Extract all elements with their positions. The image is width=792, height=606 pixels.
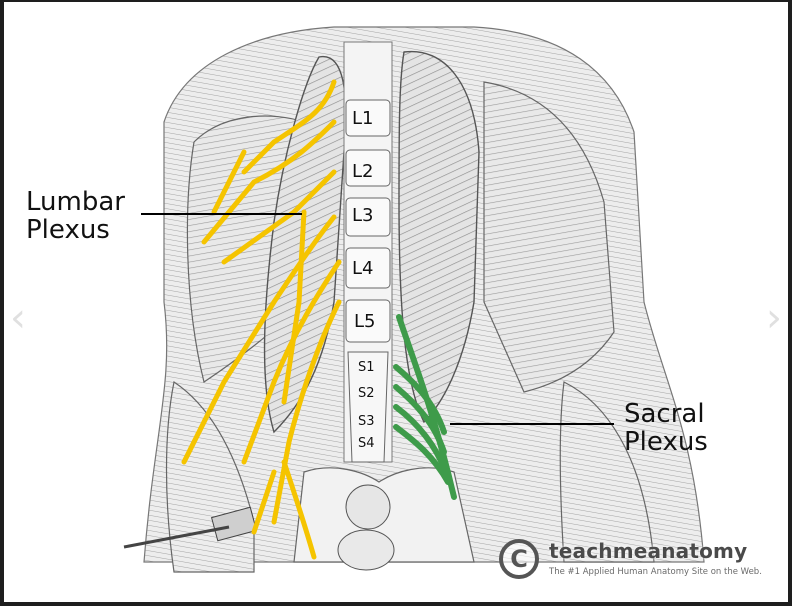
next-image-button[interactable]: › bbox=[760, 290, 788, 346]
right-psoas-muscle bbox=[398, 50, 480, 424]
vertebra-label-s2: S2 bbox=[358, 386, 375, 401]
bladder bbox=[337, 529, 395, 571]
sacral-label-line1: Sacral bbox=[624, 399, 705, 429]
rectum bbox=[345, 484, 391, 530]
vertebra-label-l5: L5 bbox=[354, 311, 376, 332]
lumbar-label-line1: Lumbar bbox=[26, 187, 125, 217]
vertebra-label-s3: S3 bbox=[358, 414, 375, 429]
vertebra-label-l1: L1 bbox=[352, 108, 374, 129]
watermark-name: teachmeanatomy bbox=[549, 539, 748, 563]
vertebral-column bbox=[343, 41, 393, 463]
vertebra-label-s1: S1 bbox=[358, 360, 375, 375]
lumbar-label-line2: Plexus bbox=[26, 215, 110, 245]
retractor bbox=[123, 525, 230, 549]
sacral-plexus-nerves bbox=[393, 314, 457, 500]
chevron-left-icon: ‹ bbox=[10, 295, 26, 341]
vertebra-label-l2: L2 bbox=[352, 161, 374, 182]
sacral-label-line2: Plexus bbox=[624, 427, 708, 457]
anatomy-illustration: Lumbar Plexus Sacral Plexus L1 L2 L3 L4 … bbox=[4, 2, 788, 602]
lumbar-plexus-label: Lumbar Plexus bbox=[26, 188, 125, 244]
copyright-logo-icon: C bbox=[499, 539, 539, 579]
chevron-right-icon: › bbox=[766, 295, 782, 341]
vertebra-label-l3: L3 bbox=[352, 205, 374, 226]
teachmeanatomy-watermark: C teachmeanatomy The #1 Applied Human An… bbox=[499, 539, 788, 583]
plexus-diagram bbox=[123, 26, 705, 573]
watermark-tagline: The #1 Applied Human Anatomy Site on the… bbox=[549, 567, 762, 577]
previous-image-button[interactable]: ‹ bbox=[4, 290, 32, 346]
vertebra-label-s4: S4 bbox=[358, 436, 375, 451]
right-thigh-muscle bbox=[559, 381, 655, 563]
vertebra-label-l4: L4 bbox=[352, 258, 374, 279]
lumbar-plexus-nerves bbox=[181, 79, 342, 560]
sacral-plexus-label: Sacral Plexus bbox=[624, 400, 708, 456]
right-iliacus-muscle bbox=[483, 81, 615, 393]
